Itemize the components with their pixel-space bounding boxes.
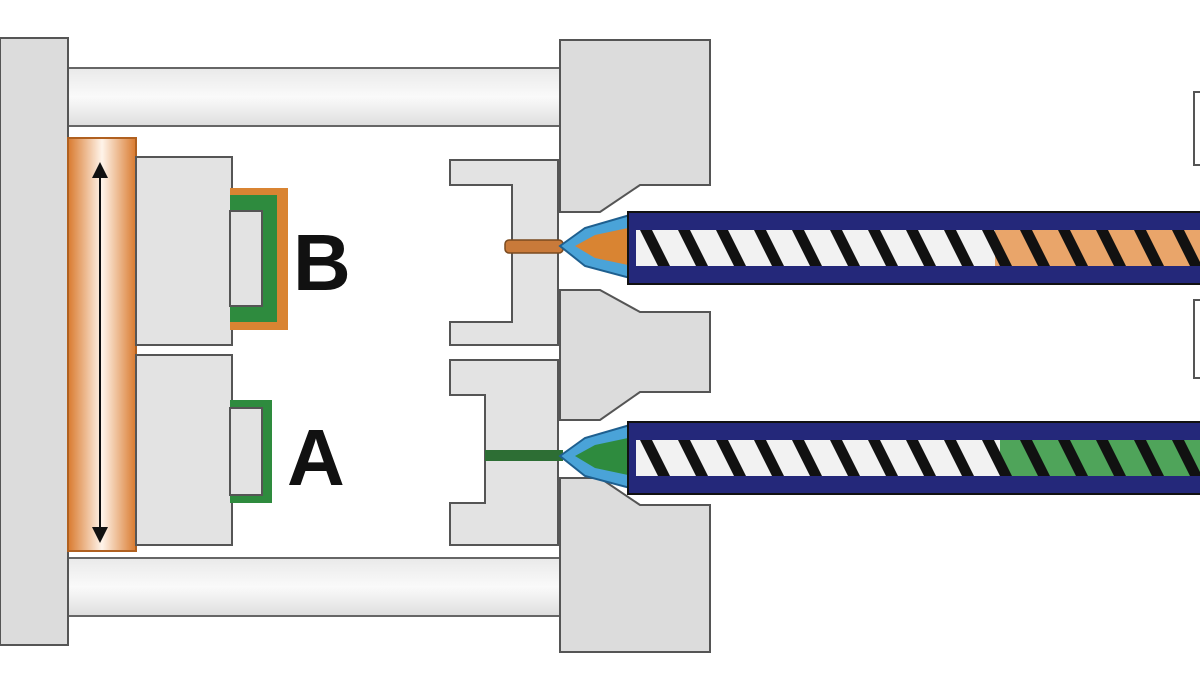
- screw-flight: [1134, 440, 1164, 476]
- screw-flight: [830, 230, 860, 266]
- upper-injection-unit: [558, 211, 1200, 285]
- cavity-block-upper: [449, 159, 559, 346]
- screw-flight: [754, 230, 784, 266]
- screw-flight: [1058, 440, 1088, 476]
- lower-nozzle-tip-material: [575, 438, 628, 475]
- screw-flight: [906, 440, 936, 476]
- upper-screw-flights: [640, 230, 1200, 266]
- screw-flight: [640, 440, 670, 476]
- screw-flight: [1096, 440, 1126, 476]
- label-a: A: [287, 413, 345, 502]
- moving-platen: [0, 37, 69, 646]
- screw-flight: [1096, 230, 1126, 266]
- screw-flight: [1020, 230, 1050, 266]
- screw-flight: [678, 440, 708, 476]
- screw-flight: [830, 440, 860, 476]
- screw-flight: [1058, 230, 1088, 266]
- screw-flight: [792, 230, 822, 266]
- screw-flight: [1020, 440, 1050, 476]
- screw-flight: [906, 230, 936, 266]
- runner-orange: [504, 239, 564, 254]
- screw-flight: [792, 440, 822, 476]
- screw-flight: [944, 440, 974, 476]
- upper-tie-bar: [61, 67, 563, 127]
- screw-flight: [640, 230, 670, 266]
- upper-core-protrusion: [229, 210, 263, 307]
- screw-flight: [1172, 230, 1200, 266]
- fixed-platen: [559, 39, 711, 653]
- rotating-plate: [67, 137, 137, 552]
- part-b-green-layer: [230, 195, 277, 322]
- upper-nozzle-tip-material: [575, 228, 628, 265]
- screw-flight: [716, 440, 746, 476]
- lower-screw-flights: [640, 440, 1200, 476]
- part-a-green-layer: [230, 400, 272, 503]
- core-block-upper: [135, 156, 233, 346]
- screw-flight: [754, 440, 784, 476]
- screw-flight: [944, 230, 974, 266]
- part-b-orange-layer: [230, 188, 288, 330]
- screw-flight: [868, 440, 898, 476]
- lower-core-protrusion: [229, 407, 263, 496]
- lower-injection-unit: [558, 421, 1200, 495]
- screw-flight: [1134, 230, 1164, 266]
- screw-flight: [982, 440, 1012, 476]
- screw-flight: [982, 230, 1012, 266]
- label-b: B: [293, 218, 351, 307]
- runner-green: [485, 450, 563, 461]
- screw-flight: [678, 230, 708, 266]
- screw-flight: [868, 230, 898, 266]
- upper-hopper-edge: [1193, 91, 1200, 166]
- lower-hopper-edge: [1193, 299, 1200, 379]
- screw-flight: [1172, 440, 1200, 476]
- lower-tie-bar: [61, 557, 563, 617]
- screw-flight: [716, 230, 746, 266]
- core-block-lower: [135, 354, 233, 546]
